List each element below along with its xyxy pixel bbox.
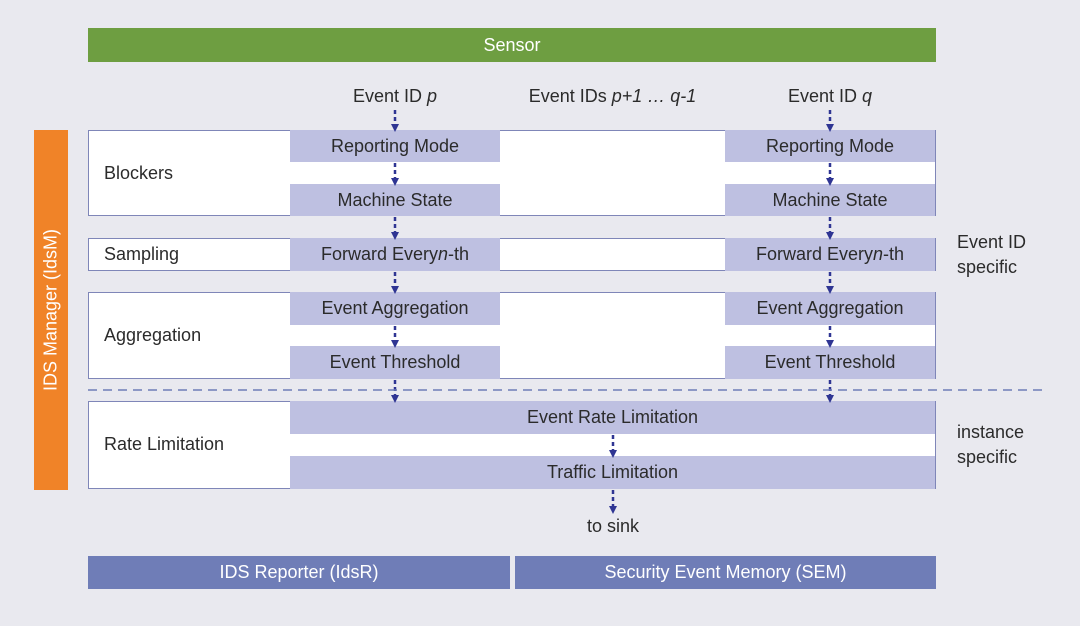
label-sampling: Sampling <box>104 243 180 264</box>
stage-event-aggregation-q: Event Aggregation <box>725 292 935 325</box>
stage-event-rate-limitation: Event Rate Limitation <box>290 401 935 434</box>
security-event-memory-bar: Security Event Memory (SEM) <box>515 556 936 589</box>
stage-event-threshold-p: Event Threshold <box>290 346 500 379</box>
label-aggregation: Aggregation <box>104 324 202 345</box>
stage-forward-every-q: Forward Every n-th <box>725 238 935 271</box>
header-event-id-p: Event ID p <box>352 86 438 106</box>
sensor-label: Sensor <box>483 34 541 55</box>
security-event-memory-label: Security Event Memory (SEM) <box>604 562 847 582</box>
sink-label: to sink <box>586 516 640 536</box>
ids-reporter-label: IDS Reporter (IdsR) <box>219 562 379 582</box>
stage-event-aggregation-p: Event Aggregation <box>290 292 500 325</box>
stage-reporting-mode-p: Reporting Mode <box>290 130 500 162</box>
stage-machine-state-q: Machine State <box>725 184 935 216</box>
stage-traffic-limitation: Traffic Limitation <box>290 456 935 489</box>
header-event-id-q: Event ID q <box>787 86 873 106</box>
stage-forward-every-p: Forward Every n-th <box>290 238 500 271</box>
sensor-bar: Sensor <box>88 28 936 62</box>
label-rate-limitation: Rate Limitation <box>104 433 225 454</box>
stage-event-threshold-q: Event Threshold <box>725 346 935 379</box>
ids-reporter-bar: IDS Reporter (IdsR) <box>88 556 510 589</box>
stage-reporting-mode-q: Reporting Mode <box>725 130 935 162</box>
stage-machine-state-p: Machine State <box>290 184 500 216</box>
label-blockers: Blockers <box>104 162 174 183</box>
header-event-ids-range: Event IDs p+1 … q-1 <box>528 86 697 106</box>
ids-manager-bar: IDS Manager (IdsM) <box>34 130 68 490</box>
